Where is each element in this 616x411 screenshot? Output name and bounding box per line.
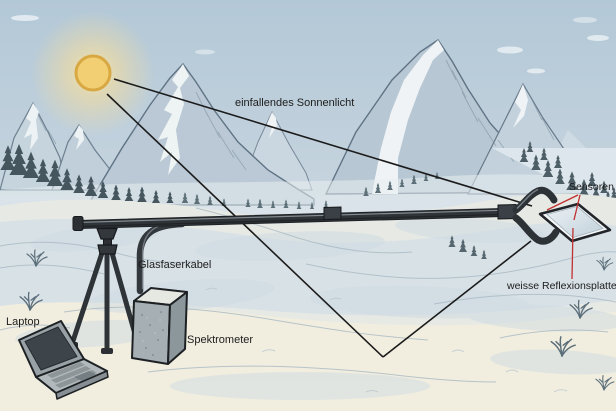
laptop-front-edge [55,370,109,400]
sun-rays [106,78,533,358]
laptop-screen [24,326,78,371]
label-spectrometer: Spektrometer [187,334,254,346]
incident-ray-to-snow [106,93,384,358]
clouds [11,15,609,74]
label-fiber-cable: Glasfaserkabel [138,259,212,271]
boom-arm [72,203,517,231]
boom-end-cap [72,216,84,231]
sensoren-pointer-2 [573,194,581,221]
incident-ray-to-sensor [113,78,533,207]
label-sunlight: einfallendes Sonnenlicht [235,97,355,109]
laptop-trackpad [74,371,97,381]
reflected-ray [382,240,532,358]
mountains [0,39,616,206]
label-laptop: Laptop [6,316,40,328]
laptop [18,320,109,400]
sun-icon [74,54,112,92]
boom-coupling-mid [323,206,342,221]
label-sensors: Sensoren [569,181,614,193]
spectrometer-speckles [139,311,164,356]
sensor-loop [512,186,560,245]
mountain-hatching [37,59,555,171]
annotation-lines [546,194,581,280]
sensor-head [512,186,612,245]
reflexionsplatte-pointer [571,227,574,280]
sensoren-pointer-1 [546,194,579,211]
reflection-plate-face [546,206,604,238]
spectrometer-box [131,287,188,365]
label-reflection-plate: weisse Reflexionsplatte [507,280,616,292]
